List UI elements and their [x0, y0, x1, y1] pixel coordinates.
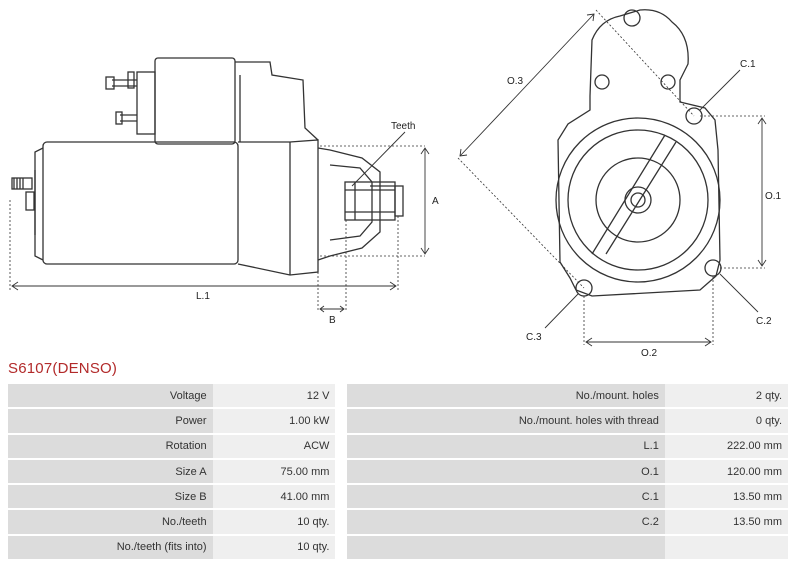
spec-value: 13.50 mm [664, 510, 788, 535]
spec-gap [335, 434, 348, 459]
spec-value: 0 qty. [664, 409, 788, 434]
solenoid-body [154, 57, 236, 145]
label-teeth: Teeth [391, 121, 415, 132]
label-o2: O.2 [641, 348, 658, 359]
label-c2: C.2 [756, 316, 772, 327]
spec-value: 10 qty. [212, 535, 336, 561]
label-c3: C.3 [526, 332, 542, 343]
label-a: A [432, 196, 439, 207]
spec-label: No./teeth (fits into) [8, 535, 213, 561]
spec-row: No./teeth (fits into)10 qty. [8, 535, 788, 561]
spec-gap [335, 535, 348, 561]
solenoid-cap [136, 71, 156, 135]
spec-value: 120.00 mm [664, 459, 788, 485]
spec-value: 222.00 mm [664, 434, 788, 459]
shaft [624, 186, 652, 214]
spec-gap [335, 409, 348, 434]
flange-outline [557, 9, 721, 297]
spec-value: 10 qty. [212, 510, 336, 535]
spec-label: Rotation [8, 434, 213, 459]
label-l1: L.1 [196, 291, 210, 302]
spec-label: L.1 [347, 434, 665, 459]
spec-value: 12 V [212, 384, 336, 409]
pinion [344, 181, 396, 221]
spec-gap [335, 510, 348, 535]
label-c1: C.1 [740, 59, 756, 70]
spec-gap [335, 384, 348, 409]
spec-label: No./teeth [8, 510, 213, 535]
spec-value: 13.50 mm [664, 485, 788, 510]
spec-label: Voltage [8, 384, 213, 409]
spec-label: O.1 [347, 459, 665, 485]
spec-label: Size A [8, 459, 213, 485]
spec-value: 75.00 mm [212, 459, 336, 485]
label-o1: O.1 [765, 191, 782, 202]
product-title: S6107(DENSO) [8, 360, 118, 377]
spec-label [347, 535, 665, 561]
spec-value [664, 535, 788, 561]
spec-label: No./mount. holes [347, 384, 665, 409]
spec-gap [335, 459, 348, 485]
spec-label: C.2 [347, 510, 665, 535]
spec-value: 2 qty. [664, 384, 788, 409]
spec-value: 41.00 mm [212, 485, 336, 510]
label-b: B [329, 315, 336, 326]
label-o3: O.3 [507, 76, 524, 87]
spec-gap [335, 485, 348, 510]
spec-label: C.1 [347, 485, 665, 510]
dim-o3-line [459, 13, 595, 157]
technical-drawing: Teeth A L.1 B [9, 9, 782, 359]
spec-label: Power [8, 409, 213, 434]
spec-label: Size B [8, 485, 213, 510]
spec-value: ACW [212, 434, 336, 459]
spec-value: 1.00 kW [212, 409, 336, 434]
spec-label: No./mount. holes with thread [347, 409, 665, 434]
motor-body [42, 141, 239, 265]
front-housing [555, 117, 721, 283]
